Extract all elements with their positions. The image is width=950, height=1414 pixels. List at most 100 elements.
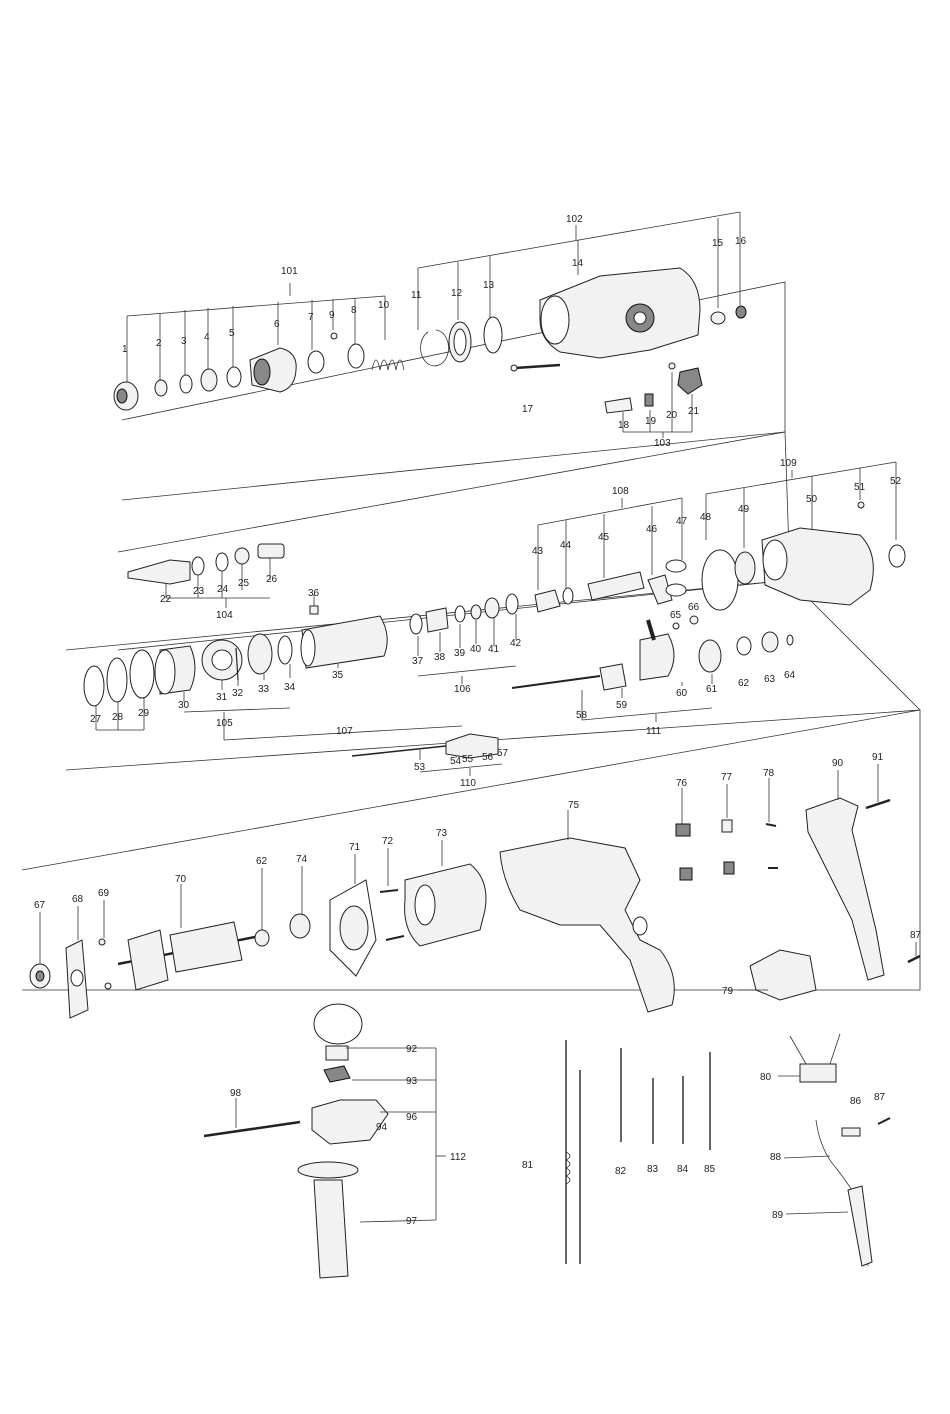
label-92: 92: [406, 1044, 418, 1055]
label-1: 1: [122, 344, 128, 355]
label-108: 108: [612, 486, 629, 497]
label-80: 80: [760, 1072, 772, 1083]
label-66: 66: [688, 602, 700, 613]
label-88: 88: [770, 1152, 782, 1163]
label-9: 9: [329, 310, 335, 321]
label-46: 46: [646, 524, 658, 535]
label-2: 2: [156, 338, 162, 349]
label-23: 23: [193, 586, 205, 597]
label-26: 26: [266, 574, 278, 585]
label-106: 106: [454, 684, 471, 695]
label-33: 33: [258, 684, 270, 695]
label-105: 105: [216, 718, 233, 729]
label-94: 94: [376, 1122, 388, 1133]
label-13: 13: [483, 280, 495, 291]
label-57: 57: [497, 748, 509, 759]
label-67: 67: [34, 900, 46, 911]
label-68: 68: [72, 894, 84, 905]
label-104: 104: [216, 610, 233, 621]
label-41: 41: [488, 644, 500, 655]
label-34: 34: [284, 682, 296, 693]
label-87b: 87: [874, 1092, 886, 1103]
label-20: 20: [666, 410, 678, 421]
label-72: 72: [382, 836, 394, 847]
label-44: 44: [560, 540, 572, 551]
label-56: 56: [482, 752, 494, 763]
label-31: 31: [216, 692, 228, 703]
label-61: 61: [706, 684, 718, 695]
label-77: 77: [721, 772, 733, 783]
label-47: 47: [676, 516, 688, 527]
label-7: 7: [308, 312, 314, 323]
row-5-parts: [203, 1003, 891, 1279]
label-48: 48: [700, 512, 712, 523]
label-86: 86: [850, 1096, 862, 1107]
label-21: 21: [688, 406, 700, 417]
label-52: 52: [890, 476, 902, 487]
label-89: 89: [772, 1210, 784, 1221]
label-75: 75: [568, 800, 580, 811]
label-51: 51: [854, 482, 866, 493]
part-number-labels: 1 2 3 4 5 6 7 9 8 10 101 11 12 13 14 102…: [34, 214, 922, 1227]
label-4: 4: [204, 332, 210, 343]
row-4-parts: [29, 764, 921, 1019]
label-12: 12: [451, 288, 463, 299]
label-60: 60: [676, 688, 688, 699]
label-65: 65: [670, 610, 682, 621]
label-78: 78: [763, 768, 775, 779]
label-15: 15: [712, 238, 724, 249]
label-50: 50: [806, 494, 818, 505]
label-25: 25: [238, 578, 250, 589]
label-93: 93: [406, 1076, 418, 1087]
label-58: 58: [576, 710, 588, 721]
label-43: 43: [532, 546, 544, 557]
label-40: 40: [470, 644, 482, 655]
label-103: 103: [654, 438, 671, 449]
label-55: 55: [462, 754, 474, 765]
label-6: 6: [274, 319, 280, 330]
label-82: 82: [615, 1166, 627, 1177]
label-22: 22: [160, 594, 172, 605]
label-28: 28: [112, 712, 124, 723]
label-30: 30: [178, 700, 190, 711]
label-3: 3: [181, 336, 187, 347]
label-29: 29: [138, 708, 150, 719]
label-90: 90: [832, 758, 844, 769]
label-5: 5: [229, 328, 235, 339]
label-112: 112: [450, 1152, 466, 1163]
label-62b: 62: [256, 856, 268, 867]
label-102: 102: [566, 214, 583, 225]
label-27: 27: [90, 714, 102, 725]
label-98: 98: [230, 1088, 242, 1099]
label-16: 16: [735, 236, 747, 247]
label-42: 42: [510, 638, 522, 649]
label-38: 38: [434, 652, 446, 663]
label-84: 84: [677, 1164, 689, 1175]
label-91: 91: [872, 752, 884, 763]
label-54: 54: [450, 756, 462, 767]
label-36: 36: [308, 588, 320, 599]
label-32: 32: [232, 688, 244, 699]
label-49: 49: [738, 504, 750, 515]
label-63: 63: [764, 674, 776, 685]
label-11: 11: [411, 290, 422, 301]
label-83: 83: [647, 1164, 659, 1175]
label-39: 39: [454, 648, 466, 659]
label-59: 59: [616, 700, 628, 711]
label-8: 8: [351, 305, 357, 316]
label-85: 85: [704, 1164, 716, 1175]
label-97: 97: [406, 1216, 418, 1227]
label-109: 109: [780, 458, 797, 469]
label-10: 10: [378, 300, 390, 311]
label-79: 79: [722, 986, 734, 997]
label-71: 71: [349, 842, 361, 853]
row-1-parts: [113, 211, 747, 438]
label-64: 64: [784, 670, 796, 681]
label-107: 107: [336, 726, 353, 737]
label-19: 19: [645, 416, 657, 427]
row-3-parts: [83, 593, 794, 776]
label-45: 45: [598, 532, 610, 543]
label-24: 24: [217, 584, 229, 595]
label-69: 69: [98, 888, 110, 899]
label-53: 53: [414, 762, 426, 773]
